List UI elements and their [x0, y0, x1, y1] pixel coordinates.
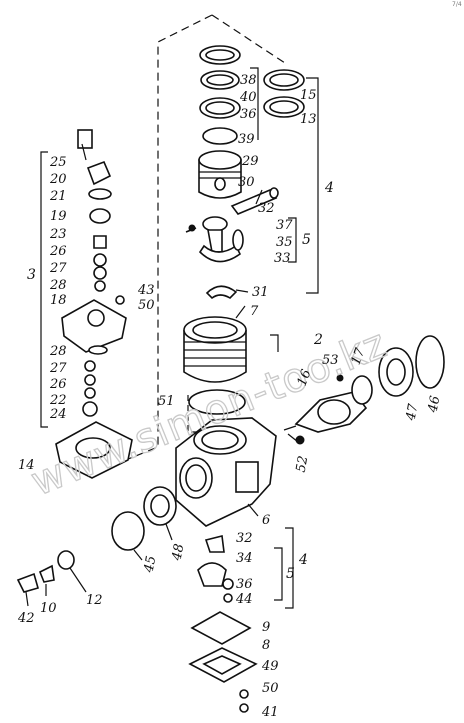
key	[336, 374, 344, 382]
label-32: 32	[258, 201, 275, 216]
crankcase	[175, 417, 277, 527]
label-44: 44	[235, 592, 253, 607]
label-38: 38	[240, 73, 257, 88]
label-27b: 27	[49, 361, 67, 376]
piston	[198, 150, 242, 199]
label-24: 24	[49, 407, 67, 422]
circlip-left	[111, 511, 145, 551]
lower-fittings	[16, 535, 258, 713]
label-33: 33	[274, 251, 291, 266]
label-31: 31	[252, 285, 269, 300]
label-36b: 36	[236, 577, 253, 592]
label-20: 20	[49, 172, 67, 187]
bearing-shell	[205, 285, 238, 300]
leader-lines	[25, 143, 299, 607]
label-9: 9	[262, 620, 270, 635]
group-brackets	[40, 67, 319, 609]
label-8: 8	[262, 638, 270, 653]
label-39: 39	[238, 132, 255, 147]
label-51: 51	[158, 394, 175, 409]
connecting-rod	[185, 216, 244, 263]
label-16: 16	[295, 368, 315, 389]
label-32b: 32	[236, 531, 253, 546]
group-2-label: 2	[313, 332, 323, 348]
label-35: 35	[276, 235, 293, 250]
label-6: 6	[262, 513, 270, 528]
bearing-right	[378, 347, 414, 397]
label-25: 25	[49, 155, 67, 170]
label-45: 45	[142, 555, 160, 575]
label-53: 53	[322, 353, 339, 368]
label-40: 40	[239, 90, 257, 105]
group-3-label: 3	[27, 267, 36, 283]
label-21: 21	[49, 189, 67, 204]
crankshaft	[283, 375, 373, 433]
label-36: 36	[240, 107, 257, 122]
group-5-lower-label: 5	[286, 566, 295, 582]
circlip-right	[415, 335, 445, 389]
label-48: 48	[170, 543, 188, 563]
head-gasket-hole	[75, 437, 111, 459]
label-43: 43	[137, 283, 155, 298]
label-50b: 50	[262, 681, 279, 696]
cylinder	[183, 316, 247, 383]
group-4-lower-label: 4	[298, 552, 308, 568]
label-7: 7	[250, 304, 259, 319]
valve-stack-lower	[82, 345, 108, 417]
piston-rings-right	[263, 69, 305, 118]
label-26: 26	[49, 244, 67, 259]
label-41: 41	[261, 705, 279, 720]
label-42: 42	[17, 611, 35, 626]
bearing-left	[143, 486, 177, 526]
label-28b: 28	[49, 344, 67, 359]
label-23: 23	[49, 227, 67, 242]
label-29: 29	[241, 154, 259, 169]
screw-52	[295, 435, 305, 445]
group-labels: 3 4 5 2 4 5	[27, 180, 334, 582]
label-30: 30	[238, 175, 255, 190]
group-5-label: 5	[302, 232, 311, 248]
label-19: 19	[50, 209, 67, 224]
label-37: 37	[276, 218, 293, 233]
piston-pin	[230, 187, 279, 215]
label-17: 17	[349, 346, 369, 367]
label-14: 14	[18, 458, 35, 473]
label-13: 13	[300, 112, 317, 127]
part-labels: 38 40 36 39 15 13 29 30 32 37 35 33 31 7…	[17, 73, 443, 720]
label-47: 47	[404, 402, 422, 423]
head-fittings	[61, 129, 127, 353]
corner-mark: 7/4	[452, 1, 462, 8]
group-4-label: 4	[324, 180, 334, 196]
label-15: 15	[300, 88, 317, 103]
label-50: 50	[138, 298, 155, 313]
label-49: 49	[261, 659, 279, 674]
label-52: 52	[294, 455, 312, 474]
label-22: 22	[49, 393, 67, 408]
cylinder-gasket	[188, 389, 246, 415]
piston-rings	[199, 45, 241, 145]
label-18: 18	[50, 293, 67, 308]
label-12: 12	[86, 593, 103, 608]
label-28: 28	[49, 278, 67, 293]
label-46: 46	[426, 395, 444, 415]
label-27: 27	[49, 261, 67, 276]
label-26b: 26	[49, 377, 67, 392]
label-10: 10	[40, 601, 57, 616]
label-34: 34	[236, 551, 253, 566]
